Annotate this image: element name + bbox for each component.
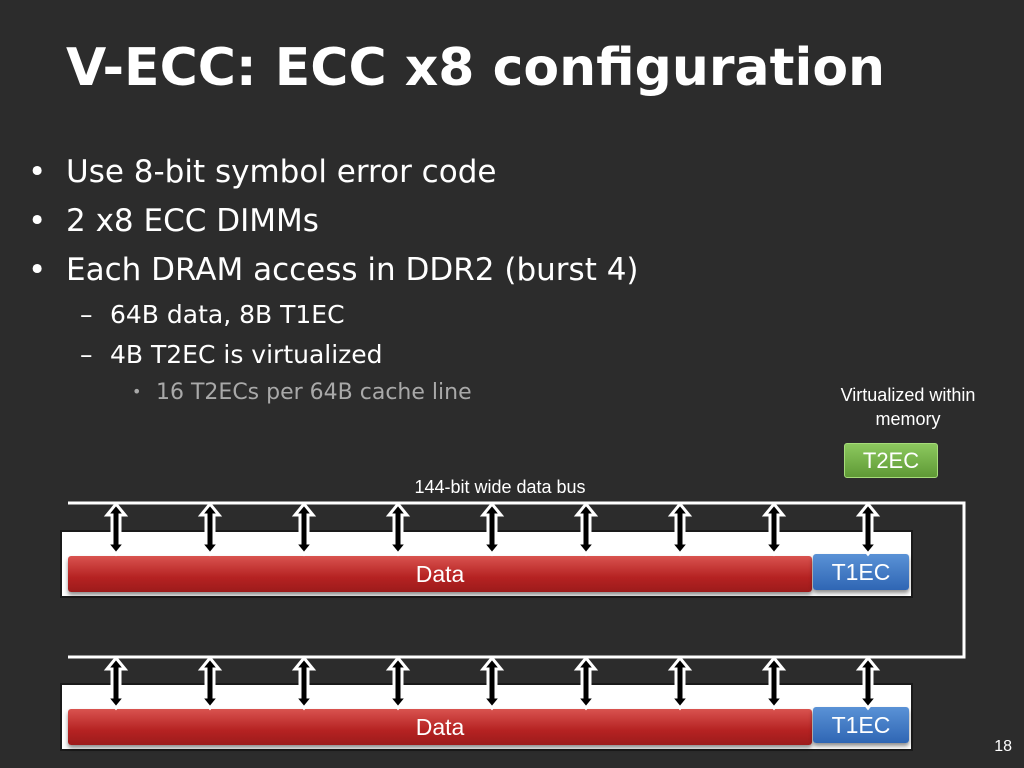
bullet-marker: •	[28, 154, 47, 190]
bus-arrow	[857, 502, 879, 556]
sub-bullet-marker: –	[80, 340, 93, 369]
bullet-marker: •	[28, 203, 47, 239]
sub-sub-bullet-text: 16 T2ECs per 64B cache line	[156, 380, 472, 405]
bullet-dram-access: • Each DRAM access in DDR2 (burst 4)	[28, 252, 639, 288]
bus-arrow	[575, 502, 597, 556]
bullet-text: Each DRAM access in DDR2 (burst 4)	[66, 252, 639, 288]
bullet-marker: •	[28, 252, 47, 288]
virtualized-caption: Virtualized within memory	[812, 383, 1004, 431]
bullet-text: Use 8-bit symbol error code	[66, 154, 497, 190]
sub-bullet-marker: –	[80, 300, 93, 329]
page-number: 18	[994, 738, 1012, 755]
bullet-text: 2 x8 ECC DIMMs	[66, 203, 319, 239]
sub-sub-bullet-t2ecs-per-line: • 16 T2ECs per 64B cache line	[132, 380, 472, 405]
bus-arrow	[199, 656, 221, 710]
bus-arrow	[481, 502, 503, 556]
sub-bullet-text: 4B T2EC is virtualized	[110, 340, 383, 369]
slide-title: V-ECC: ECC x8 configuration	[66, 38, 886, 98]
dimm-2-data-bar: Data	[68, 709, 812, 745]
dimm-1-data-bar: Data	[68, 556, 812, 592]
bus-arrow	[387, 502, 409, 556]
sub-bullet-data-t1ec: –64B data, 8B T1EC	[80, 300, 345, 329]
bus-arrow	[481, 656, 503, 710]
virtualized-caption-line1: Virtualized within	[840, 385, 976, 405]
sub-bullet-t2ec-virtualized: –4B T2EC is virtualized	[80, 340, 383, 369]
sub-sub-bullet-marker: •	[132, 382, 142, 401]
dimm-1-t1ec-block: T1EC	[813, 554, 909, 590]
sub-bullet-text: 64B data, 8B T1EC	[110, 300, 345, 329]
bullet-symbol-code: • Use 8-bit symbol error code	[28, 154, 496, 190]
bus-arrow	[105, 656, 127, 710]
dimm-2-t1ec-block: T1EC	[813, 707, 909, 743]
bus-arrow	[387, 656, 409, 710]
bus-arrow	[763, 656, 785, 710]
bullet-ecc-dimms: • 2 x8 ECC DIMMs	[28, 203, 319, 239]
bus-arrow	[763, 502, 785, 556]
bus-arrow	[105, 502, 127, 556]
dimm-1-bus-arrows	[105, 502, 879, 556]
dimm-2-bus-arrows	[105, 656, 879, 710]
bus-arrow	[293, 656, 315, 710]
bus-arrow	[293, 502, 315, 556]
bus-arrow	[575, 656, 597, 710]
bus-label: 144-bit wide data bus	[414, 477, 586, 497]
bus-arrow	[199, 502, 221, 556]
data-bus-line	[68, 501, 966, 659]
bus-arrow	[669, 502, 691, 556]
bus-arrow	[669, 656, 691, 710]
t2ec-block: T2EC	[844, 443, 938, 478]
bus-arrow	[857, 656, 879, 710]
virtualized-caption-line2: memory	[875, 409, 941, 429]
